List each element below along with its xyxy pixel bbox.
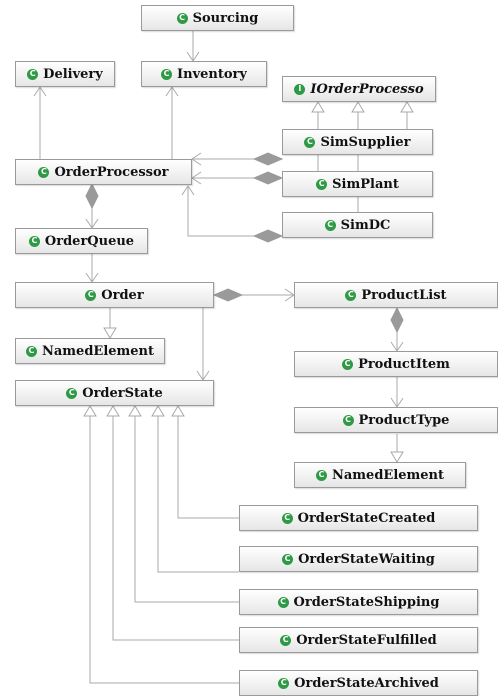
class-simplant[interactable]: C SimPlant	[282, 171, 433, 197]
class-name: OrderStateFulfilled	[296, 632, 437, 648]
class-name: SimDC	[340, 217, 391, 233]
class-sourcing[interactable]: C Sourcing	[141, 5, 294, 31]
class-name: Delivery	[43, 66, 103, 82]
class-orderstate[interactable]: C OrderState	[15, 380, 214, 406]
interface-icon: I	[294, 83, 306, 95]
class-icon: C	[25, 345, 37, 357]
class-name: SimPlant	[332, 176, 399, 192]
class-icon: C	[277, 596, 289, 608]
edge-waiting-orderstate	[157, 406, 239, 573]
generalization-arrowhead	[83, 405, 97, 417]
generalization-arrowhead	[106, 405, 120, 417]
edge-simdc-orderprocessor	[187, 186, 282, 237]
class-icon: C	[342, 414, 354, 426]
class-name: OrderProcessor	[54, 164, 169, 180]
class-icon: C	[161, 68, 173, 80]
realization-arrowhead	[351, 101, 365, 113]
class-icon: C	[315, 469, 327, 481]
class-icon: C	[38, 166, 50, 178]
class-orderstateshipping[interactable]: C OrderStateShipping	[239, 589, 478, 615]
composition-diamond	[252, 152, 284, 166]
composition-diamond	[390, 306, 404, 334]
class-productitem[interactable]: C ProductItem	[294, 351, 498, 377]
class-producttype[interactable]: C ProductType	[294, 407, 498, 433]
class-namedelement[interactable]: C NamedElement	[294, 462, 466, 488]
realization-arrowhead	[400, 101, 414, 113]
class-delivery[interactable]: C Delivery	[15, 61, 115, 87]
edge-shipping-orderstate	[134, 406, 239, 603]
generalization-arrowhead	[390, 451, 404, 463]
generalization-arrowhead	[103, 327, 117, 339]
class-icon: C	[278, 677, 290, 689]
class-name: OrderStateArchived	[294, 675, 439, 691]
class-name: NamedElement	[331, 467, 445, 483]
class-name: ProductType	[358, 412, 450, 428]
arrowhead	[191, 152, 202, 166]
generalization-arrowhead	[171, 405, 185, 417]
class-icon: C	[345, 289, 357, 301]
class-name: OrderQueue	[44, 233, 135, 249]
class-name: OrderState	[82, 385, 163, 401]
class-orderstatecreated[interactable]: C OrderStateCreated	[239, 505, 478, 531]
class-name: Sourcing	[192, 10, 259, 26]
generalization-arrowhead	[151, 405, 165, 417]
composition-diamond	[252, 171, 284, 185]
class-name: OrderStateCreated	[297, 510, 436, 526]
class-namedelement[interactable]: C NamedElement	[15, 338, 165, 364]
composition-diamond	[85, 182, 99, 210]
generalization-arrowhead	[128, 405, 142, 417]
class-name: ProductList	[361, 287, 447, 303]
class-orderstatewaiting[interactable]: C OrderStateWaiting	[239, 546, 478, 572]
class-simsupplier[interactable]: C SimSupplier	[282, 129, 433, 155]
arrowhead	[191, 171, 202, 185]
composition-diamond	[252, 229, 284, 243]
class-icon: C	[324, 219, 336, 231]
edge-created-orderstate	[177, 406, 239, 519]
class-name: IOrderProcesso	[310, 81, 424, 97]
arrowhead	[181, 185, 195, 196]
class-icon: C	[316, 178, 328, 190]
class-name: NamedElement	[41, 343, 155, 359]
class-icon: C	[282, 553, 294, 565]
class-icon: C	[304, 136, 316, 148]
composition-diamond	[212, 288, 244, 302]
class-icon: C	[281, 512, 293, 524]
class-productlist[interactable]: C ProductList	[294, 282, 498, 308]
class-orderprocessor[interactable]: C OrderProcessor	[15, 159, 192, 185]
class-orderstatefulfilled[interactable]: C OrderStateFulfilled	[239, 627, 478, 653]
class-icon: C	[28, 235, 40, 247]
edge-archived-orderstate	[89, 406, 239, 684]
class-simdc[interactable]: C SimDC	[282, 212, 433, 238]
arrowhead	[165, 86, 179, 97]
class-icon: C	[280, 634, 292, 646]
class-name: OrderStateShipping	[293, 594, 440, 610]
class-name: OrderStateWaiting	[298, 551, 435, 567]
class-name: Order	[101, 287, 144, 303]
class-icon: C	[176, 12, 188, 24]
class-name: Inventory	[177, 66, 247, 82]
class-order[interactable]: C Order	[15, 282, 214, 308]
class-name: SimSupplier	[320, 134, 411, 150]
class-icon: C	[342, 358, 354, 370]
edge-fulfilled-orderstate	[112, 406, 239, 641]
class-icon: C	[27, 68, 39, 80]
class-inventory[interactable]: C Inventory	[141, 61, 267, 87]
realization-arrowhead	[311, 101, 325, 113]
class-orderqueue[interactable]: C OrderQueue	[15, 228, 148, 254]
class-name: ProductItem	[358, 356, 450, 372]
arrowhead	[33, 86, 47, 97]
class-icon: C	[66, 387, 78, 399]
interface-iorderprocessor[interactable]: I IOrderProcesso	[282, 76, 436, 102]
class-icon: C	[85, 289, 97, 301]
class-orderstatearchived[interactable]: C OrderStateArchived	[239, 670, 478, 696]
